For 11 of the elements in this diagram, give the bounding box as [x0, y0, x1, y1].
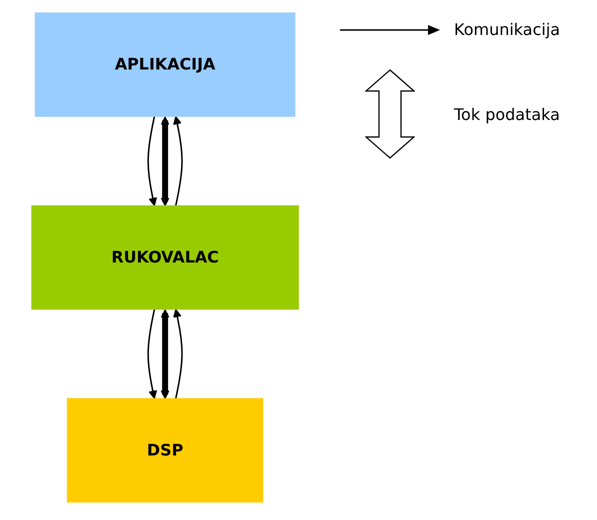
legend-text: Tok podataka [454, 104, 560, 124]
node-box: APLIKACIJA [34, 12, 296, 117]
legend-text: Komunikacija [454, 20, 560, 39]
node-box: DSP [66, 398, 264, 503]
arrow [160, 309, 170, 400]
node-box: RUKOVALAC [31, 205, 299, 310]
arrow [172, 116, 183, 206]
arrow [160, 116, 170, 206]
arrow [147, 309, 158, 400]
arrow [172, 308, 183, 399]
arrow [147, 116, 158, 206]
